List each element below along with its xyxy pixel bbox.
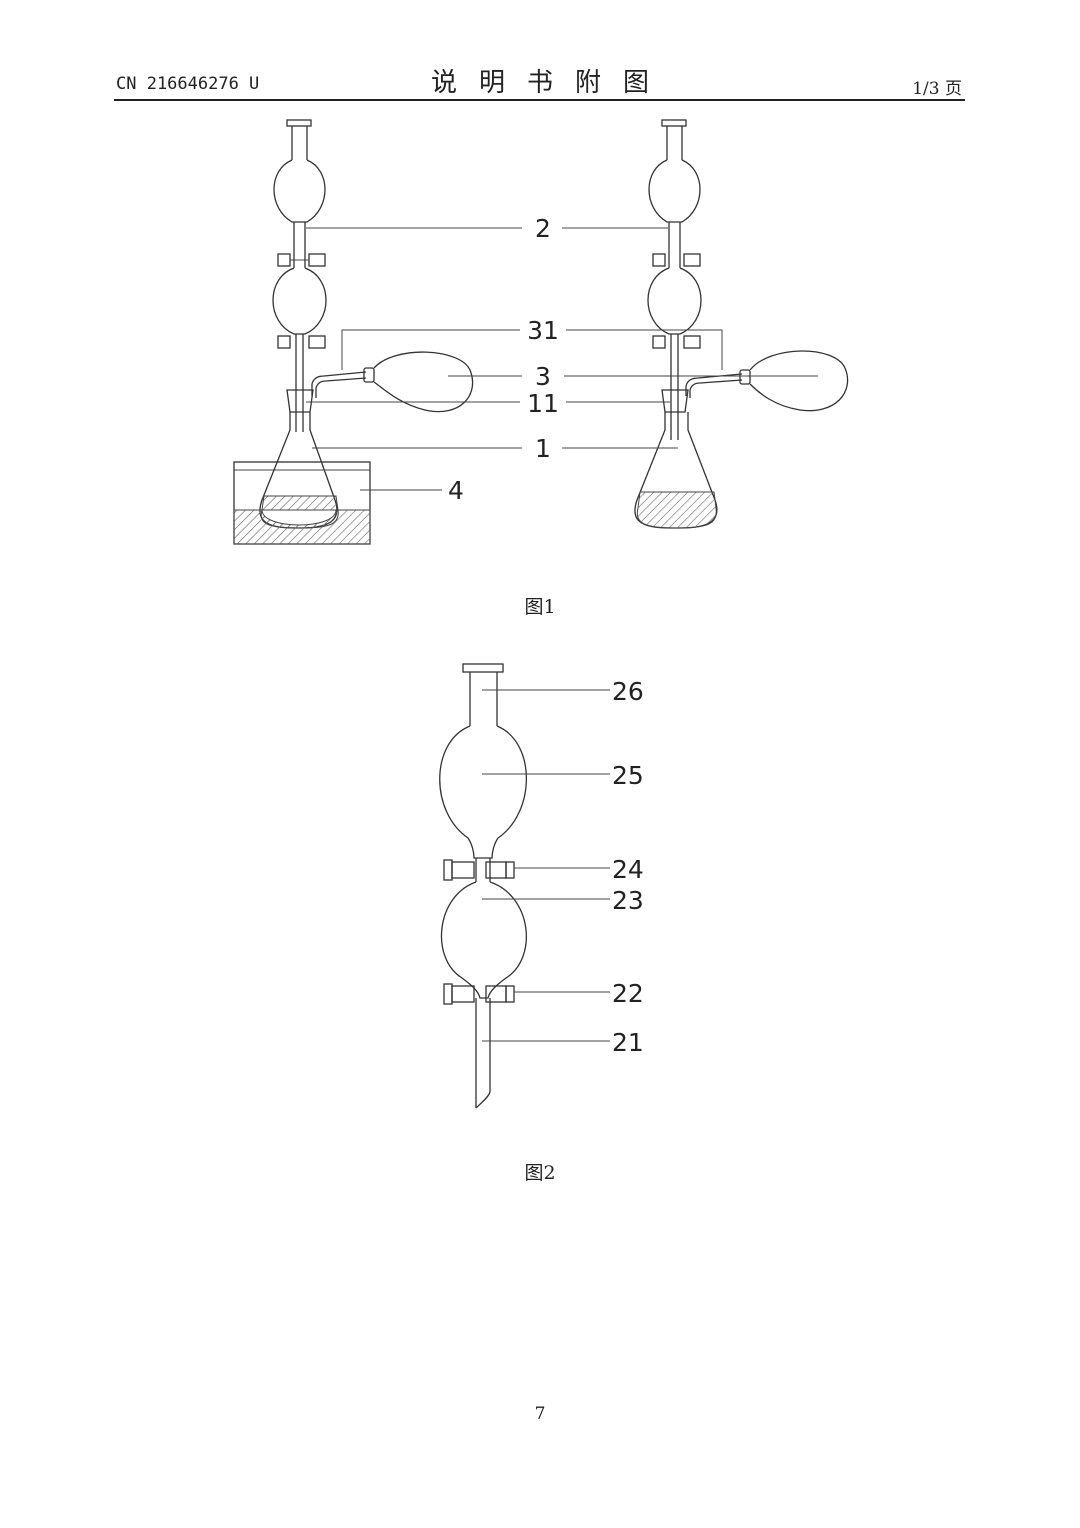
fig2-label-26: 26 (612, 677, 644, 706)
figure1-caption: 图1 (524, 596, 556, 618)
fig1-label-3: 3 (535, 362, 551, 391)
fig1-label-2: 2 (535, 214, 551, 243)
figure2-caption: 图2 (524, 1162, 556, 1184)
fig1-callouts: 2 31 3 11 1 4 (306, 214, 818, 505)
page-indicator: 1/3 页 (912, 79, 962, 99)
fig1-label-11: 11 (527, 389, 559, 418)
fig1-label-1: 1 (535, 434, 551, 463)
fig1-label-31: 31 (527, 316, 559, 345)
fig2-label-23: 23 (612, 886, 644, 915)
fig1-label-4: 4 (448, 476, 464, 505)
header-rule (114, 99, 965, 101)
fig2-label-21: 21 (612, 1028, 644, 1057)
doc-number: CN 216646276 U (116, 74, 260, 94)
fig2-separatory-funnel (439, 663, 527, 1109)
fig2-label-22: 22 (612, 979, 644, 1008)
fig2-label-24: 24 (612, 855, 644, 884)
fig1-left-apparatus (233, 119, 474, 545)
page-number: 7 (534, 1404, 546, 1424)
fig2-label-25: 25 (612, 761, 644, 790)
fig1-right-apparatus (634, 119, 849, 529)
page-title: 说明书附图 (430, 68, 671, 98)
fig2-callouts: 26 25 24 23 22 21 (482, 677, 644, 1057)
